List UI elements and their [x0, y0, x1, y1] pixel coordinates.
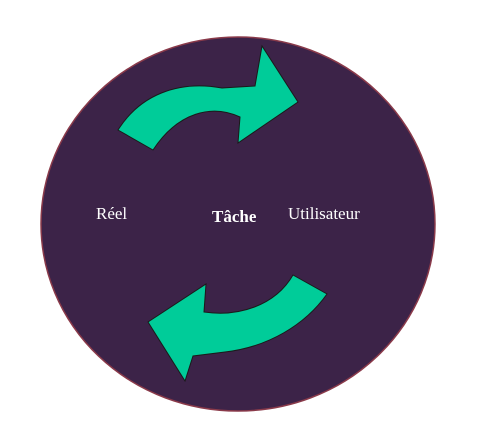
label-utilisateur: Utilisateur	[288, 204, 360, 223]
label-tache: Tâche	[212, 207, 257, 226]
bottom-curved-arrow	[147, 274, 328, 383]
label-reel: Réel	[96, 204, 127, 223]
top-curved-arrow	[117, 44, 299, 151]
